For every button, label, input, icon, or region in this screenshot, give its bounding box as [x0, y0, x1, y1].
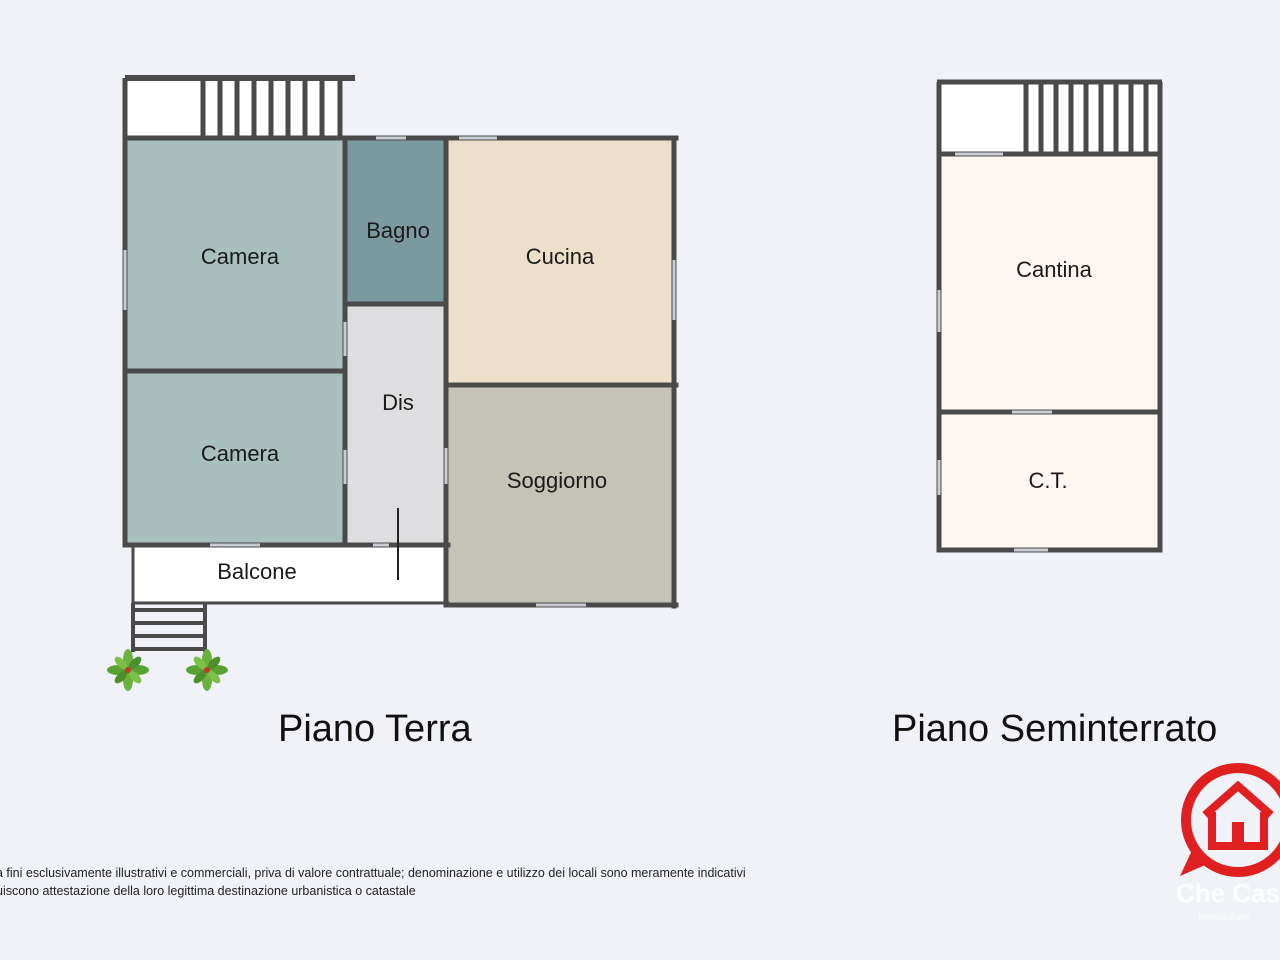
openings-ground	[123, 136, 676, 607]
terrace-top	[125, 78, 343, 138]
room-dis	[344, 304, 446, 543]
room-ct	[940, 412, 1160, 550]
label-bagno: Bagno	[366, 218, 430, 243]
plant-icon	[186, 649, 228, 691]
company-logo: Che Cas Immobiliare	[1176, 763, 1280, 923]
stair-railing-top	[200, 80, 343, 138]
disclaimer: a fini esclusivamente illustrativi e com…	[0, 864, 746, 900]
floor-title-basement: Piano Seminterrato	[892, 708, 1218, 750]
room-cantina	[940, 154, 1160, 412]
label-dis: Dis	[382, 390, 414, 415]
logo-subtext: Immobiliare	[1198, 912, 1250, 923]
ground-floor-plan: Camera Camera Bagno Dis Cucina Soggiorno…	[107, 75, 679, 691]
label-soggiorno: Soggiorno	[507, 468, 607, 493]
label-cucina: Cucina	[526, 244, 595, 269]
plant-icon	[107, 649, 149, 691]
label-balcone: Balcone	[217, 559, 297, 584]
disclaimer-line-1: a fini esclusivamente illustrativi e com…	[0, 866, 746, 880]
stair-railing-basement	[1023, 84, 1149, 152]
house-icon	[1202, 780, 1274, 850]
room-camera-top	[126, 140, 344, 371]
floor-title-ground: Piano Terra	[278, 708, 472, 750]
terrace-basement	[939, 82, 1159, 154]
label-ct: C.T.	[1028, 468, 1067, 493]
room-balcone	[134, 543, 446, 603]
label-camera-top: Camera	[201, 244, 280, 269]
openings-basement	[937, 152, 1052, 552]
label-cantina: Cantina	[1016, 257, 1093, 282]
room-bagno	[344, 140, 446, 304]
basement-floor-plan: Cantina C.T.	[936, 79, 1163, 553]
room-cucina	[446, 140, 674, 385]
room-soggiorno	[446, 385, 674, 605]
room-camera-bottom	[126, 371, 344, 543]
entry-stairs	[131, 603, 207, 652]
label-camera-bottom: Camera	[201, 441, 280, 466]
disclaimer-line-2: uiscono attestazione della loro legittim…	[0, 884, 416, 898]
logo-text: Che Cas	[1176, 878, 1280, 908]
